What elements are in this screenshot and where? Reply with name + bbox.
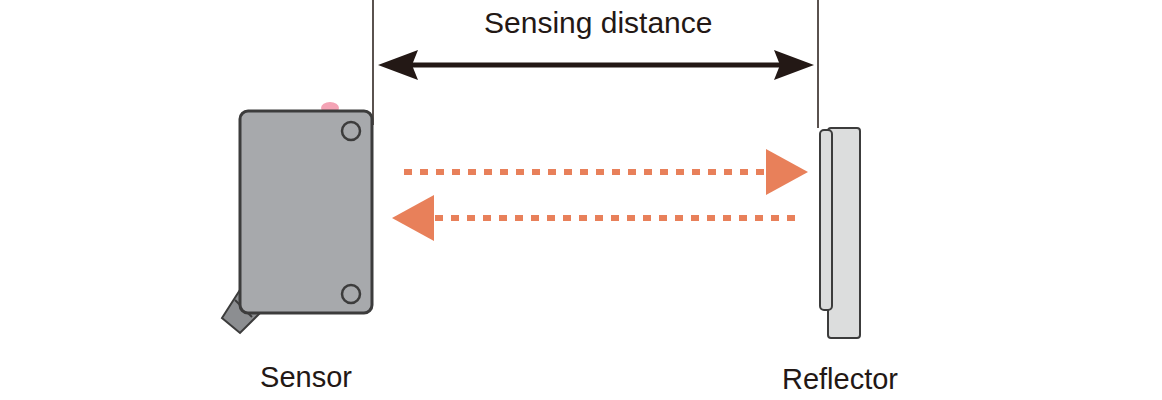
dimension-label: Sensing distance — [480, 6, 717, 40]
mounting-hole — [342, 122, 360, 140]
reflector-face — [820, 130, 832, 310]
reflector: Reflector — [820, 128, 860, 338]
extension-line — [817, 0, 819, 128]
mounting-hole — [342, 285, 360, 303]
sensor-body — [240, 111, 372, 313]
light-beam — [392, 195, 795, 241]
dimension-line — [405, 63, 786, 68]
dimension-arrowhead — [378, 50, 418, 80]
part-label: Reflector — [782, 363, 898, 396]
dimension-arrowhead — [774, 50, 814, 80]
sensor: Sensor — [240, 111, 372, 313]
extension-line — [372, 0, 374, 125]
part-label: Sensor — [260, 361, 352, 394]
light-beam — [404, 149, 808, 195]
